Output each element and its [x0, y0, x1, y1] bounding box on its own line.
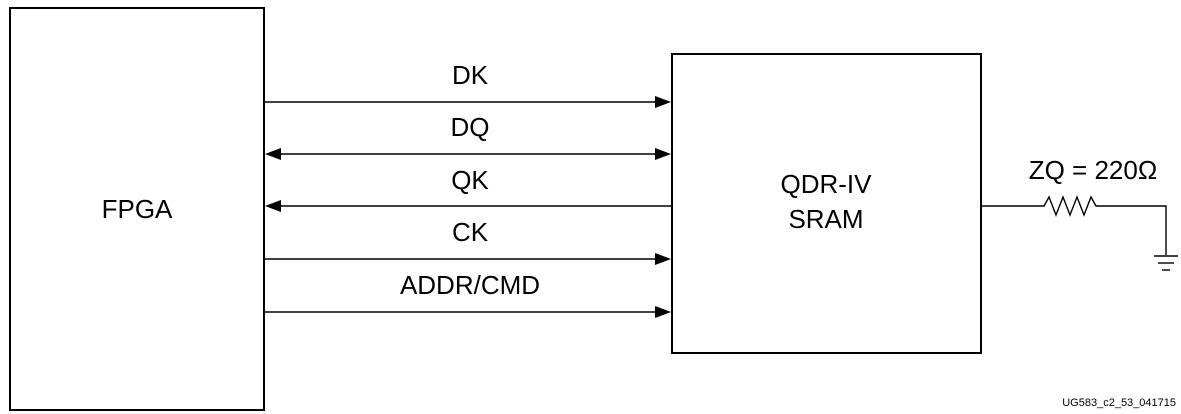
fpga-label: FPGA	[102, 194, 173, 224]
fpga-block	[9, 7, 265, 411]
zq-label: ZQ = 220Ω	[1029, 155, 1158, 185]
qk-arrowhead-left	[265, 200, 281, 212]
dk-arrowhead-right	[655, 96, 671, 108]
zq-resistor-symbol	[981, 195, 1167, 255]
ck-arrowhead-right	[655, 253, 671, 265]
dq-arrowhead-right	[655, 148, 671, 160]
qdr-iv-sram-block	[671, 53, 982, 354]
sram-label-line2: SRAM	[788, 204, 863, 234]
dq-arrowhead-left	[265, 148, 281, 160]
figure-id: UG583_c2_53_041715	[1062, 397, 1176, 409]
qk-label: QK	[451, 165, 489, 195]
dk-label: DK	[452, 60, 489, 90]
addr-cmd-label: ADDR/CMD	[400, 270, 540, 300]
ground-icon	[1154, 255, 1178, 271]
dq-label: DQ	[451, 112, 490, 142]
sram-label-line1: QDR-IV	[781, 169, 873, 199]
addr-cmd-arrowhead-right	[655, 306, 671, 318]
ck-label: CK	[452, 217, 489, 247]
